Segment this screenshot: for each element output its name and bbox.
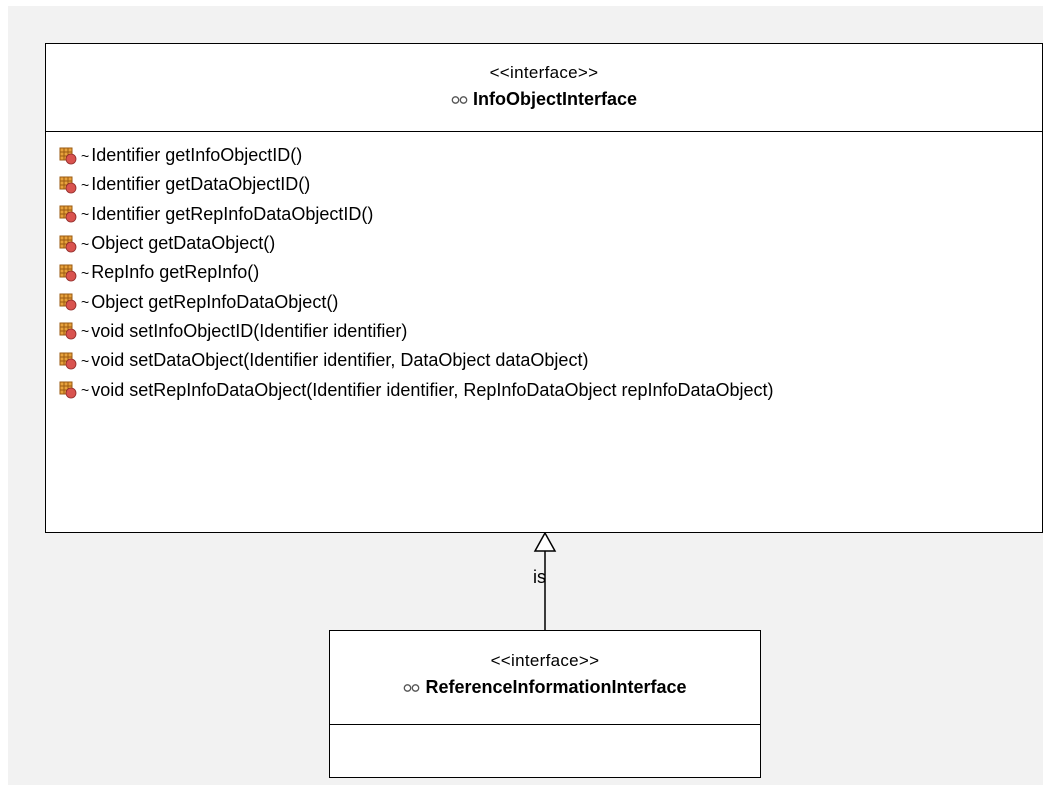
interface-lollipop-icon xyxy=(451,95,468,104)
class-header: <<interface>> InfoObjectInterface xyxy=(46,44,1042,132)
operation-visibility: ~ xyxy=(81,147,90,164)
operation-icon xyxy=(59,322,77,340)
operation-icon xyxy=(59,381,77,399)
operation-signature: Identifier getRepInfoDataObjectID() xyxy=(91,203,374,224)
operation-icon xyxy=(59,205,77,223)
operation-row[interactable]: ~void setRepInfoDataObject(Identifier id… xyxy=(59,375,1042,404)
class-name: ReferenceInformationInterface xyxy=(403,677,687,698)
operation-signature: void setInfoObjectID(Identifier identifi… xyxy=(91,320,408,341)
operation-row[interactable]: ~Object getRepInfoDataObject() xyxy=(59,287,1042,316)
operation-icon xyxy=(59,176,77,194)
operation-signature: Identifier getInfoObjectID() xyxy=(91,145,303,166)
class-info-object-interface[interactable]: <<interface>> InfoObjectInterface ~Ident… xyxy=(45,43,1043,533)
operation-row[interactable]: ~Object getDataObject() xyxy=(59,229,1042,258)
stereotype-label: <<interface>> xyxy=(490,651,600,670)
operation-signature: void setRepInfoDataObject(Identifier ide… xyxy=(91,379,774,400)
relationship-label: is xyxy=(533,567,546,587)
operation-icon xyxy=(59,293,77,311)
realization-arrowhead xyxy=(533,531,557,552)
class-name-text: InfoObjectInterface xyxy=(472,89,638,109)
operation-row[interactable]: ~Identifier getDataObjectID() xyxy=(59,170,1042,199)
operation-visibility: ~ xyxy=(81,323,90,340)
operation-visibility: ~ xyxy=(81,382,90,399)
operation-signature: Object getDataObject() xyxy=(91,233,276,254)
operation-signature: Object getRepInfoDataObject() xyxy=(91,291,339,312)
operation-row[interactable]: ~Identifier getRepInfoDataObjectID() xyxy=(59,200,1042,229)
operation-signature: Identifier getDataObjectID() xyxy=(91,174,311,195)
operations-compartment: ~Identifier getInfoObjectID()~Identifier… xyxy=(46,132,1042,405)
operation-signature: void setDataObject(Identifier identifier… xyxy=(91,350,589,371)
class-header: <<interface>> ReferenceInformationInterf… xyxy=(330,631,760,725)
operation-row[interactable]: ~RepInfo getRepInfo() xyxy=(59,258,1042,287)
operation-row[interactable]: ~Identifier getInfoObjectID() xyxy=(59,141,1042,170)
operation-row[interactable]: ~void setDataObject(Identifier identifie… xyxy=(59,346,1042,375)
operation-signature: RepInfo getRepInfo() xyxy=(91,262,260,283)
operation-icon xyxy=(59,235,77,252)
operation-icon xyxy=(59,352,77,370)
class-name: InfoObjectInterface xyxy=(451,89,637,110)
stereotype-label: <<interface>> xyxy=(489,63,599,82)
operation-row[interactable]: ~void setInfoObjectID(Identifier identif… xyxy=(59,317,1042,346)
operation-visibility: ~ xyxy=(81,264,90,281)
operation-visibility: ~ xyxy=(81,352,90,369)
class-reference-information-interface[interactable]: <<interface>> ReferenceInformationInterf… xyxy=(329,630,761,778)
operation-visibility: ~ xyxy=(81,294,90,311)
interface-lollipop-icon xyxy=(404,683,420,692)
operation-icon xyxy=(59,264,77,282)
operation-visibility: ~ xyxy=(81,235,90,252)
class-name-text: ReferenceInformationInterface xyxy=(425,677,687,697)
operation-visibility: ~ xyxy=(81,206,90,223)
operation-visibility: ~ xyxy=(81,176,90,193)
operation-icon xyxy=(59,147,77,165)
